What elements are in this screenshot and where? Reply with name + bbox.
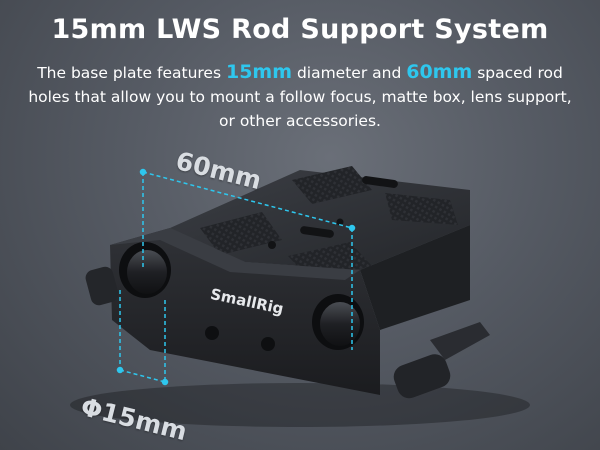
feature-description: The base plate features 15mm diameter an… [20, 60, 580, 133]
highlight-rod-spacing: 60mm [406, 61, 473, 83]
screw-hole [268, 241, 276, 249]
description-text: The base plate features [37, 64, 226, 82]
screw-hole [336, 218, 344, 226]
dimension-line [119, 369, 166, 383]
front-screw-hole [205, 326, 219, 340]
base-plate-side [360, 225, 470, 330]
rubber-pad-right [385, 193, 458, 225]
front-screw-hole [261, 337, 275, 351]
highlight-rod-diameter: 15mm [225, 61, 293, 83]
rod-clamp-top [110, 228, 360, 280]
dimension-endpoint [139, 168, 147, 176]
right-thumb-screw [393, 354, 451, 399]
dimension-endpoint [161, 378, 169, 386]
rubber-pad-rear [292, 166, 372, 204]
description-text: spaced rod holes that allow you to mount… [28, 64, 572, 130]
mount-slot [362, 176, 398, 188]
left-rod-end [127, 250, 167, 294]
left-thumb-screw [85, 266, 119, 306]
dimension-endpoint [116, 366, 124, 374]
rod-diameter-dimension [116, 290, 169, 386]
right-rod-end [320, 302, 360, 346]
description-text: diameter and [292, 64, 407, 82]
dimension-line [142, 171, 353, 229]
rod-spacing-dimension [139, 168, 356, 350]
page-title: 15mm LWS Rod Support System [51, 14, 549, 45]
mount-slot [300, 226, 334, 238]
right-lever [430, 322, 490, 360]
rubber-pad-left [200, 212, 282, 255]
dimension-endpoint [348, 224, 356, 232]
